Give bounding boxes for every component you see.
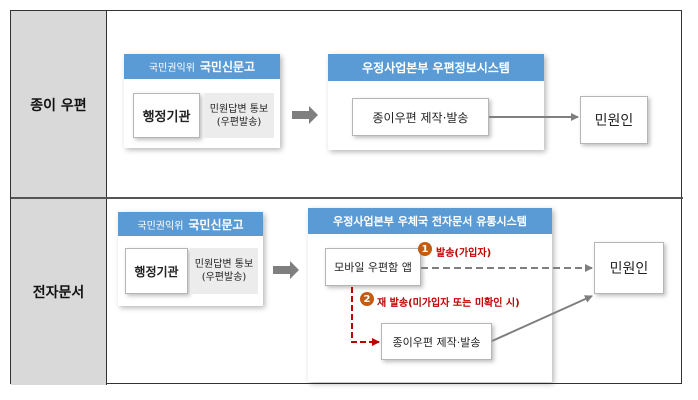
paper-sinmungo-header: 국민권익위 국민신문고 <box>124 54 280 79</box>
elec-reply-box: 민원답변 통보 (우편발송) <box>190 248 258 294</box>
row-label-electronic: 전자문서 <box>11 198 107 385</box>
paper-header-system: 국민신문고 <box>199 60 256 74</box>
paper-block-arrow <box>292 106 318 124</box>
elec-recipient-box: 민원인 <box>594 242 664 294</box>
elec-post-system-header: 우정사업본부 우체국 전자문서 유통시스템 <box>308 208 552 234</box>
paper-post-system-header: 우정사업본부 우편정보시스템 <box>328 54 544 81</box>
step-2-badge: 2 <box>360 292 374 306</box>
elec-paper-delivery-arrow <box>491 295 593 342</box>
elec-header-org: 국민권익위 <box>137 220 184 232</box>
comparison-table: 종이 우편 전자문서 <box>10 10 683 385</box>
elec-agency-box: 행정기관 <box>125 248 188 294</box>
paper-reply-line1: 민원답변 통보 <box>209 103 269 115</box>
step-1-badge: 1 <box>418 242 432 256</box>
paper-reply-box: 민원답변 통보 (우편발송) <box>204 93 274 138</box>
row-divider <box>11 197 683 199</box>
resend-arrow <box>351 287 380 346</box>
paper-recipient-box: 민원인 <box>580 96 648 144</box>
elec-header-system: 국민신문고 <box>188 217 244 232</box>
elec-reply-line2: (우편발송) <box>201 272 247 283</box>
step-1-label: 발송(가입자) <box>436 248 492 259</box>
elec-print-send-box: 종이우편 제작·발송 <box>381 323 492 360</box>
step-2-label: 재 발송(미가입자 또는 미확인 시) <box>377 298 520 309</box>
elec-sinmungo-header: 국민권익위 국민신문고 <box>118 212 263 236</box>
elec-block-arrow <box>273 261 299 279</box>
paper-agency-box: 행정기관 <box>133 93 200 138</box>
elec-reply-line1: 민원답변 통보 <box>194 259 254 270</box>
paper-header-org: 국민권익위 <box>148 63 195 74</box>
row-label-paper: 종이 우편 <box>11 11 107 198</box>
mobile-mailbox-app-box: 모바일 우편함 앱 <box>325 248 421 286</box>
paper-reply-line2: (우편발송) <box>216 116 262 128</box>
paper-print-send-box: 종이우편 제작·발송 <box>352 98 489 136</box>
